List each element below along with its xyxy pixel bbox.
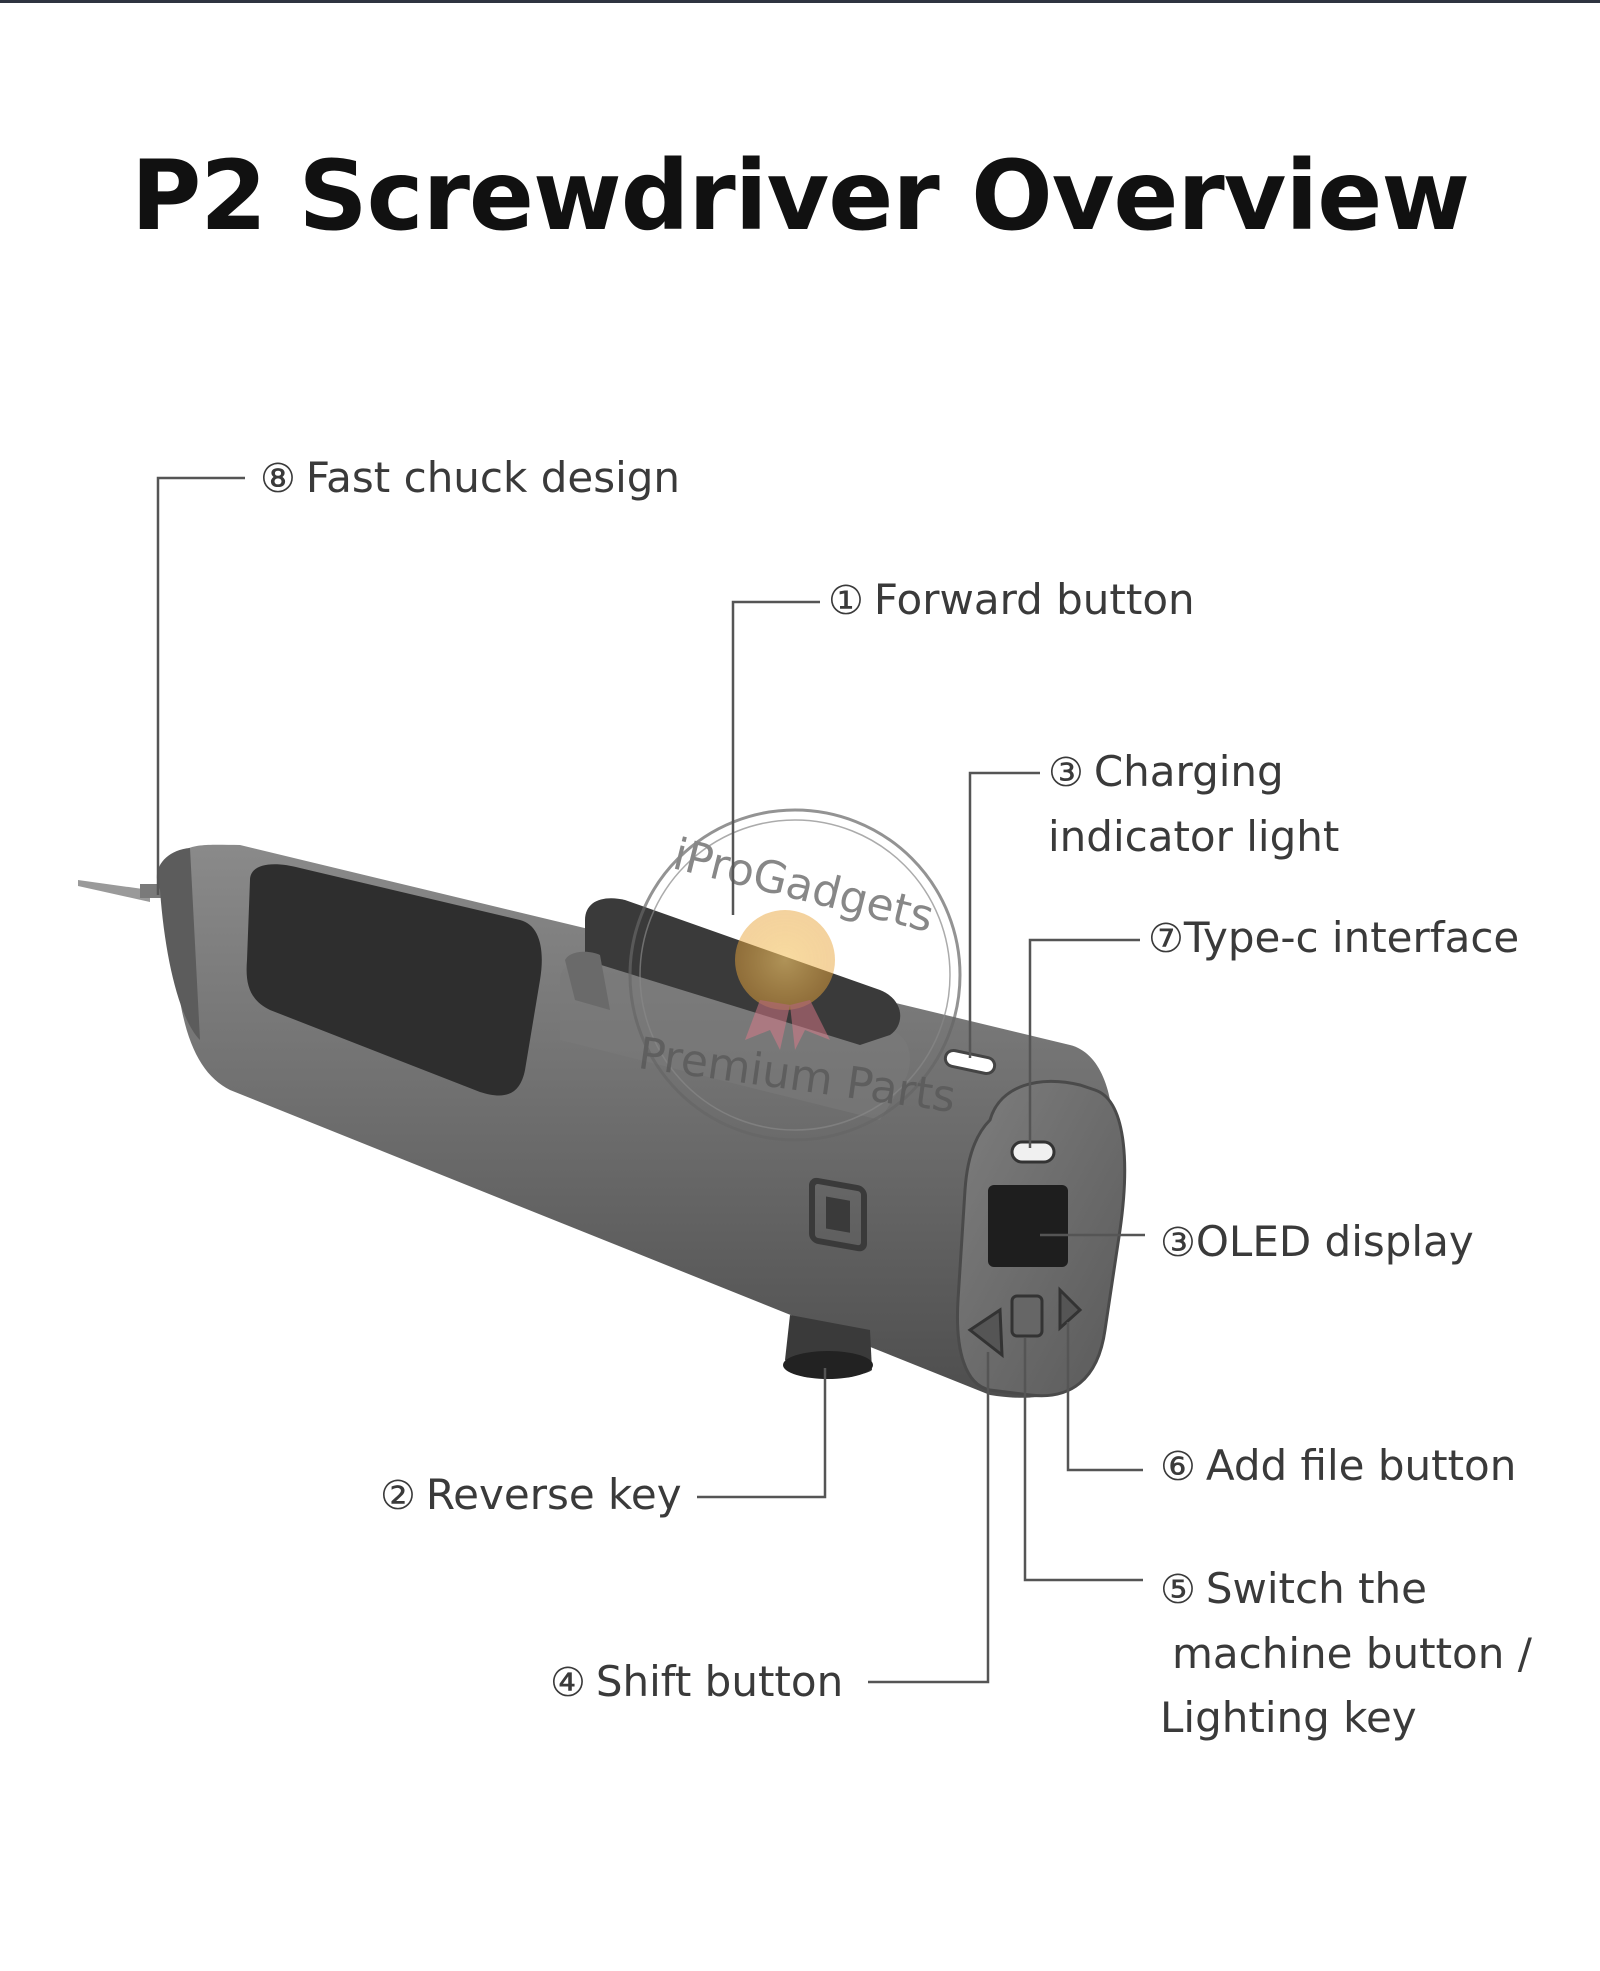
label-text-line2: machine button /	[1172, 1629, 1532, 1678]
label-text: Add file button	[1205, 1441, 1517, 1490]
label-text-line2: indicator light	[1048, 812, 1340, 861]
label-text-line3: Lighting key	[1160, 1693, 1417, 1742]
screwdriver-bit	[78, 880, 170, 902]
leader-charging	[968, 771, 1040, 1058]
label-number: ①	[828, 578, 864, 624]
end-cap	[956, 1079, 1127, 1398]
switch-button-shape	[1010, 1294, 1044, 1338]
top-rule	[0, 0, 1600, 3]
leader-add-file	[1066, 1322, 1143, 1472]
leader-shift	[868, 1352, 990, 1684]
label-number: ⑥	[1160, 1444, 1196, 1490]
leader-switch	[1023, 1338, 1143, 1582]
label-text-line1: Charging	[1093, 747, 1284, 796]
label-text: Type-c interface	[1183, 913, 1520, 962]
label-number: ②	[380, 1473, 416, 1519]
type-c-port	[1010, 1140, 1056, 1164]
label-number: ③	[1048, 750, 1084, 796]
leader-lines	[156, 476, 1145, 1684]
label-number: ⑦	[1148, 916, 1184, 962]
label-number: ⑤	[1160, 1567, 1196, 1613]
page-title: P2 Screwdriver Overview	[130, 140, 1470, 252]
oled-screen	[988, 1185, 1068, 1267]
label-text: Reverse key	[425, 1470, 682, 1519]
leader-typec	[1028, 938, 1140, 1148]
shift-button-shape	[967, 1307, 1004, 1359]
label-text: Fast chuck design	[305, 453, 681, 502]
label-number: ③	[1160, 1220, 1196, 1266]
label-text: Shift button	[595, 1657, 844, 1706]
label-typec: ⑦Type-c interface	[1148, 906, 1519, 971]
add-file-button-shape	[1058, 1286, 1083, 1332]
charging-indicator-shape	[943, 1048, 997, 1076]
screwdriver-body	[156, 844, 1114, 1398]
leader-reverse	[697, 1368, 827, 1499]
brand-logo	[809, 1177, 867, 1252]
reverse-key-shape	[783, 1315, 873, 1379]
rubber-grip	[246, 864, 542, 1096]
leader-fast-chuck	[156, 476, 245, 895]
label-text-line1: Switch the	[1205, 1564, 1427, 1613]
leader-forward	[731, 600, 820, 915]
label-number: ④	[550, 1660, 586, 1706]
label-number: ⑧	[260, 456, 296, 502]
label-text: Forward button	[873, 575, 1195, 624]
label-text: OLED display	[1195, 1217, 1474, 1266]
label-oled: ③OLED display	[1160, 1210, 1474, 1275]
